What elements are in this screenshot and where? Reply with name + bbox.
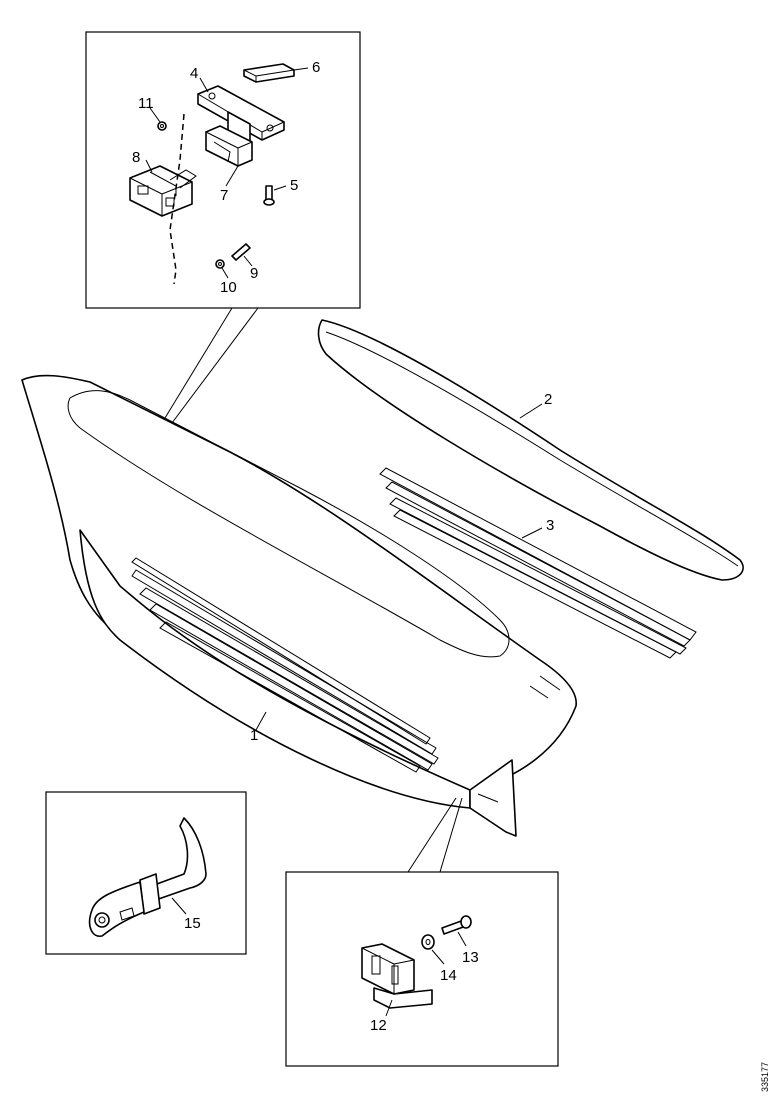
callout-12: 12 xyxy=(370,1017,387,1034)
rubber-pad-part xyxy=(243,63,295,83)
callout-10: 10 xyxy=(220,279,237,296)
strap-detail-inset xyxy=(45,791,247,955)
washer-14-part xyxy=(421,934,435,950)
callout-1: 1 xyxy=(250,727,258,744)
callout-14: 14 xyxy=(440,967,457,984)
strap-part xyxy=(88,817,207,937)
clip-bracket-part xyxy=(361,943,433,1009)
callout-6: 6 xyxy=(312,59,320,76)
slot-insert-part xyxy=(379,467,697,659)
hinge-detail-inset xyxy=(85,31,361,456)
grille-panel-part xyxy=(21,374,577,837)
callout-11: 11 xyxy=(138,95,154,112)
callout-8: 8 xyxy=(132,149,140,166)
bolt-13-part xyxy=(441,915,472,935)
callout-3: 3 xyxy=(546,517,554,534)
callout-5: 5 xyxy=(290,177,298,194)
callout-9: 9 xyxy=(250,265,258,282)
nut-11-part xyxy=(157,121,167,131)
trim-strip-part xyxy=(317,319,744,581)
bracket-part xyxy=(205,125,253,167)
clip-detail-inset xyxy=(285,797,559,1067)
callout-13: 13 xyxy=(462,949,479,966)
reference-number: 335177 xyxy=(760,1062,770,1092)
hinge-block-part xyxy=(129,165,197,217)
callout-7: 7 xyxy=(220,187,228,204)
bolt-5-part xyxy=(263,185,275,206)
callout-2: 2 xyxy=(544,391,552,408)
callout-15: 15 xyxy=(184,915,201,932)
washer-10-part xyxy=(215,259,225,269)
screw-9-part xyxy=(231,243,251,261)
callout-4: 4 xyxy=(190,65,198,82)
grille-lower-slots xyxy=(131,557,439,773)
